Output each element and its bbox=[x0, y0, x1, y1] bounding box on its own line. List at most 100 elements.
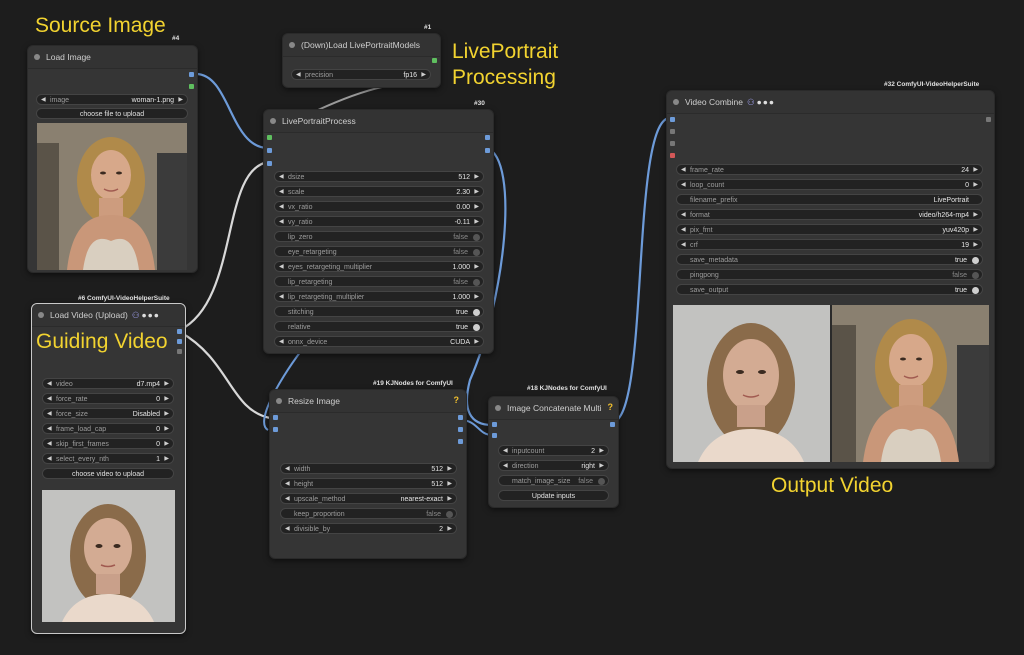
arrow-left-icon[interactable]: ◀ bbox=[285, 526, 290, 532]
arrow-right-icon[interactable]: ▶ bbox=[474, 339, 479, 345]
collapse-dot-icon[interactable] bbox=[673, 99, 679, 105]
node-header[interactable]: Resize Image bbox=[270, 390, 466, 413]
arrow-right-icon[interactable]: ▶ bbox=[447, 526, 452, 532]
input-slot-meta-batch[interactable] bbox=[670, 141, 675, 146]
input-slot-source-image[interactable] bbox=[267, 148, 272, 153]
input-slot-get-image-size[interactable] bbox=[273, 427, 278, 432]
input-slot-image-1[interactable] bbox=[492, 422, 497, 427]
choose-video-button[interactable]: choose video to upload bbox=[42, 468, 174, 479]
arrow-right-icon[interactable]: ▶ bbox=[474, 189, 479, 195]
node-header[interactable]: Load Video (Upload)⚇●●● bbox=[32, 304, 185, 327]
arrow-left-icon[interactable]: ◀ bbox=[279, 219, 284, 225]
toggle-knob-icon[interactable] bbox=[473, 233, 480, 241]
arrow-left-icon[interactable]: ◀ bbox=[279, 174, 284, 180]
collapse-dot-icon[interactable] bbox=[276, 398, 282, 404]
input-slot-audio[interactable] bbox=[670, 129, 675, 134]
output-slot-filenames[interactable] bbox=[986, 117, 991, 122]
update-inputs-button[interactable]: Update inputs bbox=[498, 490, 609, 501]
arrow-right-icon[interactable]: ▶ bbox=[474, 219, 479, 225]
arrow-left-icon[interactable]: ◀ bbox=[47, 411, 52, 417]
arrow-right-icon[interactable]: ▶ bbox=[474, 294, 479, 300]
widget-image[interactable]: ◀ image woman-1.png ▶ bbox=[36, 94, 188, 105]
arrow-left-icon[interactable]: ◀ bbox=[285, 466, 290, 472]
toggle-knob-icon[interactable] bbox=[972, 256, 979, 264]
arrow-left-icon[interactable]: ◀ bbox=[279, 189, 284, 195]
arrow-right-icon[interactable]: ▶ bbox=[474, 264, 479, 270]
arrow-left-icon[interactable]: ◀ bbox=[681, 212, 686, 218]
arrow-left-icon[interactable]: ◀ bbox=[503, 448, 508, 454]
toggle-knob-icon[interactable] bbox=[473, 308, 480, 316]
arrow-right-icon[interactable]: ▶ bbox=[599, 448, 604, 454]
arrow-right-icon[interactable]: ▶ bbox=[447, 496, 452, 502]
arrow-left-icon[interactable]: ◀ bbox=[279, 264, 284, 270]
arrow-left-icon[interactable]: ◀ bbox=[47, 396, 52, 402]
output-slot-cropped-images[interactable] bbox=[485, 135, 490, 140]
collapse-dot-icon[interactable] bbox=[495, 405, 501, 411]
arrow-left-icon[interactable]: ◀ bbox=[681, 227, 686, 233]
node-load-liveportrait-models[interactable]: (Down)Load LivePortraitModels ◀ precisio… bbox=[282, 33, 441, 88]
arrow-right-icon[interactable]: ▶ bbox=[421, 72, 426, 78]
arrow-right-icon[interactable]: ▶ bbox=[164, 396, 169, 402]
output-slot-mask[interactable] bbox=[189, 84, 194, 89]
arrow-right-icon[interactable]: ▶ bbox=[164, 441, 169, 447]
output-slot-height[interactable] bbox=[458, 439, 463, 444]
collapse-dot-icon[interactable] bbox=[34, 54, 40, 60]
output-slot-width[interactable] bbox=[458, 427, 463, 432]
arrow-right-icon[interactable]: ▶ bbox=[164, 456, 169, 462]
node-load-image[interactable]: Load Image ◀ image woman-1.png ▶ choose … bbox=[27, 45, 198, 273]
arrow-left-icon[interactable]: ◀ bbox=[681, 182, 686, 188]
arrow-left-icon[interactable]: ◀ bbox=[279, 294, 284, 300]
arrow-right-icon[interactable]: ▶ bbox=[474, 204, 479, 210]
help-icon[interactable]: ? bbox=[453, 395, 460, 405]
input-slot-driving-images[interactable] bbox=[267, 161, 272, 166]
output-slot-full-images[interactable] bbox=[485, 148, 490, 153]
arrow-right-icon[interactable]: ▶ bbox=[973, 212, 978, 218]
arrow-left-icon[interactable]: ◀ bbox=[47, 426, 52, 432]
arrow-right-icon[interactable]: ▶ bbox=[164, 381, 169, 387]
arrow-left-icon[interactable]: ◀ bbox=[47, 456, 52, 462]
arrow-left-icon[interactable]: ◀ bbox=[279, 339, 284, 345]
collapse-dot-icon[interactable] bbox=[38, 312, 44, 318]
input-slot-images[interactable] bbox=[670, 117, 675, 122]
output-slot-image[interactable] bbox=[177, 329, 182, 334]
collapse-dot-icon[interactable] bbox=[289, 42, 295, 48]
node-load-video[interactable]: Load Video (Upload)⚇●●● Guiding Video ◀v… bbox=[31, 303, 186, 634]
arrow-right-icon[interactable]: ▶ bbox=[447, 466, 452, 472]
toggle-knob-icon[interactable] bbox=[473, 248, 480, 256]
arrow-right-icon[interactable]: ▶ bbox=[178, 97, 183, 103]
output-slot-frame-count[interactable] bbox=[177, 339, 182, 344]
arrow-right-icon[interactable]: ▶ bbox=[973, 242, 978, 248]
help-icon[interactable]: ? bbox=[607, 402, 614, 412]
input-slot-image[interactable] bbox=[273, 415, 278, 420]
collapse-dot-icon[interactable] bbox=[270, 118, 276, 124]
widget-precision[interactable]: ◀ precision fp16 ▶ bbox=[291, 69, 431, 80]
arrow-right-icon[interactable]: ▶ bbox=[164, 411, 169, 417]
output-slot-audio[interactable] bbox=[177, 349, 182, 354]
node-header[interactable]: Video Combine⚇●●● bbox=[667, 91, 994, 114]
arrow-right-icon[interactable]: ▶ bbox=[973, 182, 978, 188]
choose-file-button[interactable]: choose file to upload bbox=[36, 108, 188, 119]
